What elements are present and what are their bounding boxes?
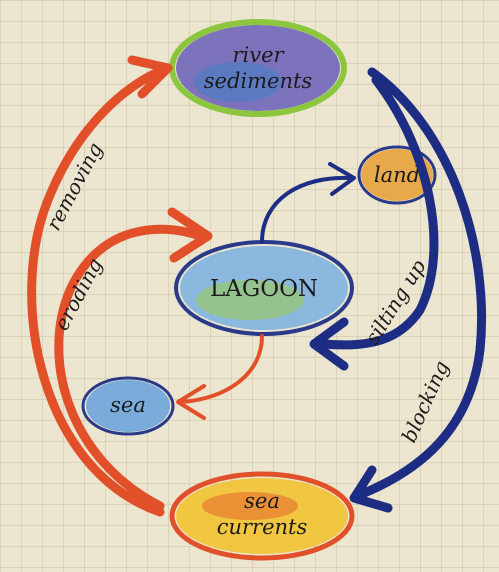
node-sea-currents: sea currents bbox=[169, 471, 355, 561]
removing-arrow bbox=[27, 67, 165, 517]
lagoon-to-sea-arrow bbox=[180, 334, 264, 404]
river-sediments-label-line1: river bbox=[232, 43, 285, 67]
lagoon-label: LAGOON bbox=[210, 276, 318, 302]
silting-up-arrow bbox=[319, 75, 439, 350]
blocking-arrowhead bbox=[349, 465, 393, 513]
eroding-arrow bbox=[54, 224, 205, 511]
silting-up-arrowhead bbox=[309, 317, 349, 371]
river-sediments-label-line2: sediments bbox=[204, 69, 313, 93]
node-river-sediments: river sediments bbox=[169, 19, 347, 117]
sea-label: sea bbox=[110, 393, 146, 417]
sea-blob bbox=[86, 380, 170, 432]
river-sediments-blob-tint bbox=[194, 62, 282, 102]
land-label: land bbox=[374, 163, 420, 187]
lagoon-blob-tint bbox=[196, 280, 304, 320]
land-outline bbox=[357, 145, 437, 205]
sea-currents-outline bbox=[169, 471, 355, 561]
eroding-arrowhead bbox=[167, 207, 213, 263]
lagoon-to-land-arrowhead bbox=[328, 162, 356, 196]
edge-lagoon-to-land bbox=[260, 162, 356, 244]
sea-currents-label-line1: sea bbox=[244, 489, 280, 513]
node-lagoon: LAGOON bbox=[174, 240, 354, 336]
sea-currents-blob bbox=[176, 478, 348, 554]
edge-lagoon-to-sea bbox=[176, 334, 264, 420]
sea-currents-blob-tint bbox=[202, 492, 298, 520]
blocking-arrow bbox=[357, 67, 487, 499]
lagoon-to-sea-arrowhead bbox=[176, 384, 206, 420]
sea-outline bbox=[81, 376, 175, 436]
lagoon-to-land-arrow bbox=[260, 175, 352, 244]
sea-currents-label-line2: currents bbox=[217, 515, 308, 539]
node-sea: sea bbox=[81, 376, 175, 436]
removing-arrowhead bbox=[127, 55, 173, 99]
